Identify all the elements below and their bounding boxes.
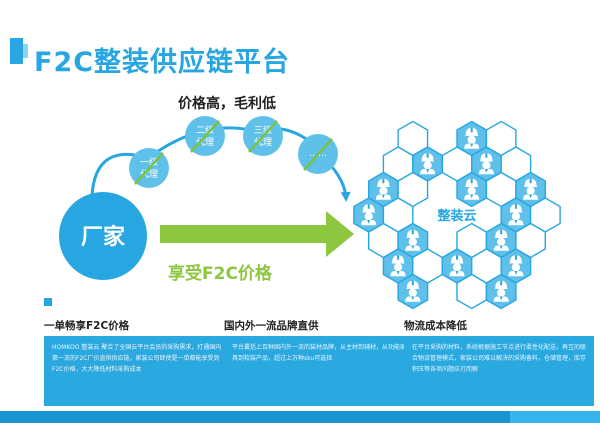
platform-hex-cloud bbox=[353, 120, 561, 310]
column-1-heading: 一单畅享F2C价格 bbox=[44, 320, 130, 332]
green-direct-arrow bbox=[160, 211, 354, 257]
chain-node-1-line2: 代理 bbox=[140, 169, 158, 180]
chain-node-3: 三级 代理 bbox=[243, 116, 283, 156]
platform-label: 整装云 bbox=[436, 208, 476, 224]
factory-label: 厂家 bbox=[81, 224, 126, 250]
column-3-heading: 物流成本降低 bbox=[404, 320, 467, 332]
column-2-body: 平台囊括上百种国内外一流的装材品牌，从主材到辅材，从功能家具到软装产品，超过上万… bbox=[224, 336, 414, 406]
column-2-heading: 国内外一流品牌直供 bbox=[224, 320, 319, 332]
chain-node-3-line2: 代理 bbox=[254, 137, 272, 148]
supply-chain-diagram: 一级 代理 二级 代理 三级 代理 …… 价格高，毛利低 厂家 享受F2C价格 … bbox=[59, 95, 561, 310]
corner-square-icon bbox=[44, 298, 52, 306]
arrow-caption: 享受F2C价格 bbox=[168, 263, 273, 284]
chain-node-4: …… bbox=[298, 134, 338, 174]
column-1-body: HOMKOO 整装云 聚合了全国云平台会员的采购需求，打通国内第一流的F2C厂价… bbox=[44, 336, 234, 406]
column-3-body: 在平台采购的材料，系统根据施工节点进行柔性化配送，再互的联合物流管理模式，家装公… bbox=[404, 336, 594, 406]
chain-node-1: 一级 代理 bbox=[129, 148, 169, 188]
bottom-bar bbox=[0, 411, 600, 423]
factory-circle bbox=[59, 192, 147, 280]
top-caption: 价格高，毛利低 bbox=[178, 95, 276, 112]
title-mark-icon bbox=[10, 38, 28, 64]
chain-node-2: 二级 代理 bbox=[185, 116, 225, 156]
page-title: F2C整装供应链平台 bbox=[34, 47, 291, 78]
chain-node-2-line2: 代理 bbox=[196, 137, 214, 148]
